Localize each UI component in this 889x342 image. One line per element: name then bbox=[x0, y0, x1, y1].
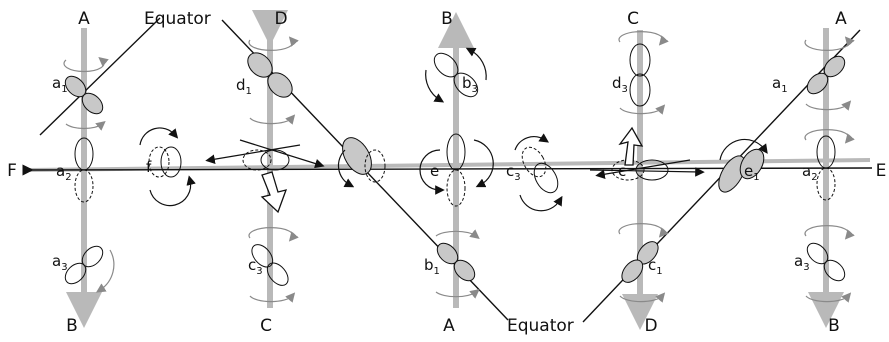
rotation-arrow-e-mid-l bbox=[419, 149, 445, 195]
rotation-arrow-b1 bbox=[435, 229, 480, 239]
orbital-a2-left bbox=[74, 137, 94, 203]
rotation-arrow-f-low bbox=[149, 175, 196, 207]
label-e-mid: e bbox=[430, 162, 439, 180]
label-d3: d3 bbox=[612, 74, 628, 95]
orbital-b1 bbox=[436, 242, 476, 282]
rotation-arrow-b3 bbox=[425, 69, 445, 103]
equator-line-1 bbox=[39, 17, 161, 136]
rotation-arrow-a3-left bbox=[95, 249, 115, 293]
orbital-equator-left bbox=[342, 137, 386, 183]
top-label-5: A bbox=[835, 9, 847, 29]
top-label-2: D bbox=[274, 9, 287, 29]
label-a3-left: a3 bbox=[52, 252, 68, 273]
rotation-arrow-a1-right-low bbox=[805, 100, 852, 111]
rotation-arrow-d1-low bbox=[249, 114, 296, 125]
axis-labels: A D B C A B C A D B F E Equator Equator bbox=[7, 9, 886, 336]
label-e1: e1 bbox=[744, 162, 760, 183]
label-a2-left: a2 bbox=[56, 162, 72, 183]
top-label-4: C bbox=[627, 9, 639, 29]
orbital-c3-mid bbox=[521, 146, 559, 194]
label-a1-right: a1 bbox=[772, 74, 788, 95]
label-b3: b3 bbox=[462, 74, 478, 95]
orbital-center-left bbox=[242, 149, 290, 171]
rotation-arrow-e1 bbox=[719, 138, 768, 161]
rotation-arrow-center-left-2 bbox=[205, 144, 301, 164]
label-c-mid: c bbox=[618, 162, 626, 180]
bottom-label-4: D bbox=[644, 316, 657, 336]
top-label-3: B bbox=[441, 9, 453, 29]
rotation-arrow-c-mid-2 bbox=[595, 159, 691, 179]
rotation-arrow-c3-left-low bbox=[249, 292, 296, 303]
label-b1: b1 bbox=[424, 256, 440, 277]
orbital-c3-left bbox=[251, 244, 289, 286]
equator-label-1: Equator bbox=[144, 9, 211, 29]
rotation-arrow-d3-low bbox=[619, 104, 666, 115]
rotation-arrows bbox=[63, 31, 855, 303]
left-label-F: F bbox=[7, 161, 17, 181]
orbital-a1-left bbox=[64, 75, 104, 115]
orbital-d1 bbox=[247, 52, 293, 98]
large-arrow-down bbox=[260, 171, 288, 214]
rotation-arrow-a1-left-low bbox=[65, 120, 106, 131]
rotation-arrow-b1-low bbox=[435, 289, 480, 299]
orbital-e-mid bbox=[446, 133, 466, 207]
large-arrow-up bbox=[618, 126, 644, 166]
rotation-arrow-e-mid-r bbox=[473, 139, 494, 188]
rotation-arrow-d1 bbox=[248, 36, 299, 51]
rotation-arrow-a1-right bbox=[804, 36, 855, 51]
rotation-arrow-c3-left bbox=[248, 227, 299, 242]
top-label-1: A bbox=[78, 9, 90, 29]
orbital-a3-left bbox=[64, 245, 104, 285]
rotation-arrow-c1 bbox=[618, 223, 669, 238]
rotation-arrow-equator-left bbox=[337, 149, 355, 188]
label-a2-right: a2 bbox=[802, 162, 818, 183]
rotation-arrow-a2-right bbox=[804, 129, 855, 144]
orbitals bbox=[64, 43, 846, 286]
label-a3-right: a3 bbox=[794, 252, 810, 273]
orbital-a3-right bbox=[806, 242, 846, 282]
rotation-arrow-b3-r bbox=[465, 47, 487, 81]
bottom-label-1: B bbox=[66, 316, 78, 336]
label-c1: c1 bbox=[648, 256, 663, 277]
bottom-label-3: A bbox=[443, 316, 455, 336]
orbital-a2-right bbox=[816, 135, 836, 201]
rotation-arrow-c3-mid-low bbox=[519, 194, 563, 212]
orbital-c1 bbox=[621, 241, 659, 283]
rotation-arrow-a3-right-low bbox=[805, 292, 852, 303]
bottom-label-5: B bbox=[828, 316, 840, 336]
rotation-arrow-c-mid bbox=[589, 167, 705, 177]
label-a1-left: a1 bbox=[52, 74, 68, 95]
rotation-arrow-center-left bbox=[239, 139, 325, 169]
rotation-arrow-f bbox=[139, 127, 179, 146]
orbital-a1-right bbox=[806, 55, 846, 95]
equator-label-2: Equator bbox=[507, 316, 574, 336]
bottom-label-2: C bbox=[260, 316, 272, 336]
rotation-arrow-a3-right bbox=[804, 225, 855, 240]
label-f: f bbox=[146, 158, 152, 176]
rotation-arrow-d3 bbox=[618, 31, 669, 46]
rotation-arrow-c3-mid bbox=[514, 133, 549, 151]
orbital-f bbox=[148, 146, 182, 178]
right-label-E: E bbox=[876, 161, 887, 181]
orbital-e1 bbox=[718, 148, 765, 193]
rotation-arrow-a1-left bbox=[63, 56, 109, 73]
rotation-arrow-c1-low bbox=[619, 292, 666, 303]
orbital-d3 bbox=[629, 43, 651, 107]
label-c3-mid: c3 bbox=[506, 162, 521, 183]
orbital-b3 bbox=[433, 52, 479, 98]
label-d1: d1 bbox=[236, 76, 252, 97]
label-c3-left: c3 bbox=[248, 256, 263, 277]
large-arrows bbox=[260, 126, 644, 214]
orbital-labels: a1 a2 a3 f d1 c3 b3 e b1 c3 d3 c c1 e1 a… bbox=[52, 74, 818, 277]
